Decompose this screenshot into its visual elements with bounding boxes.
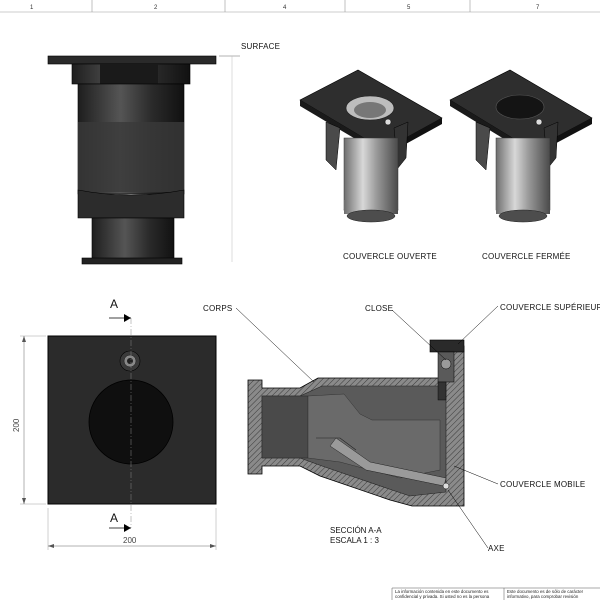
zone-2: 2 — [154, 5, 158, 11]
title-note-2: confidencial y privada. Si usted no es l… — [395, 594, 490, 599]
caption-couvercle-fermee: COUVERCLE FERMÉE — [482, 252, 571, 261]
top-view: A A 200 200 — [12, 297, 217, 550]
title-note-4: informativo, para comprobar revisión — [507, 594, 579, 599]
title-block: La información contenida en este documen… — [391, 587, 600, 600]
label-couvercle-mobile: COUVERCLE MOBILE — [500, 480, 585, 489]
dimension-width: 200 — [123, 536, 137, 545]
zone-header: 1 2 4 5 7 — [0, 0, 600, 13]
side-view: SURFACE — [47, 42, 280, 265]
iso-view-open: COUVERCLE OUVERTE — [299, 69, 443, 261]
section-scale: ESCALA 1 : 3 — [330, 536, 379, 545]
title-note-3: Este documento es de sólo de carácter — [507, 589, 584, 594]
caption-couvercle-ouverte: COUVERCLE OUVERTE — [343, 252, 437, 261]
dimension-height: 200 — [12, 418, 21, 432]
section-title: SECCIÓN A-A — [330, 526, 382, 535]
zone-7: 7 — [536, 5, 540, 11]
iso-view-closed: COUVERCLE FERMÉE — [449, 69, 593, 261]
zone-5: 5 — [407, 5, 411, 11]
label-axe: AXE — [488, 544, 505, 553]
surface-label: SURFACE — [241, 42, 280, 51]
label-close: CLOSE — [365, 304, 393, 313]
zone-4: 4 — [283, 5, 287, 11]
zone-1: 1 — [30, 5, 34, 11]
section-view: CORPS CLOSE COUVERCLE SUPÉRIEUR COUVERCL… — [203, 303, 600, 553]
section-mark-bottom: A — [110, 511, 118, 525]
section-mark-top: A — [110, 297, 118, 311]
title-note-1: La información contenida en este documen… — [395, 589, 489, 594]
label-corps: CORPS — [203, 304, 232, 313]
label-couvercle-superieur: COUVERCLE SUPÉRIEUR — [500, 303, 600, 312]
